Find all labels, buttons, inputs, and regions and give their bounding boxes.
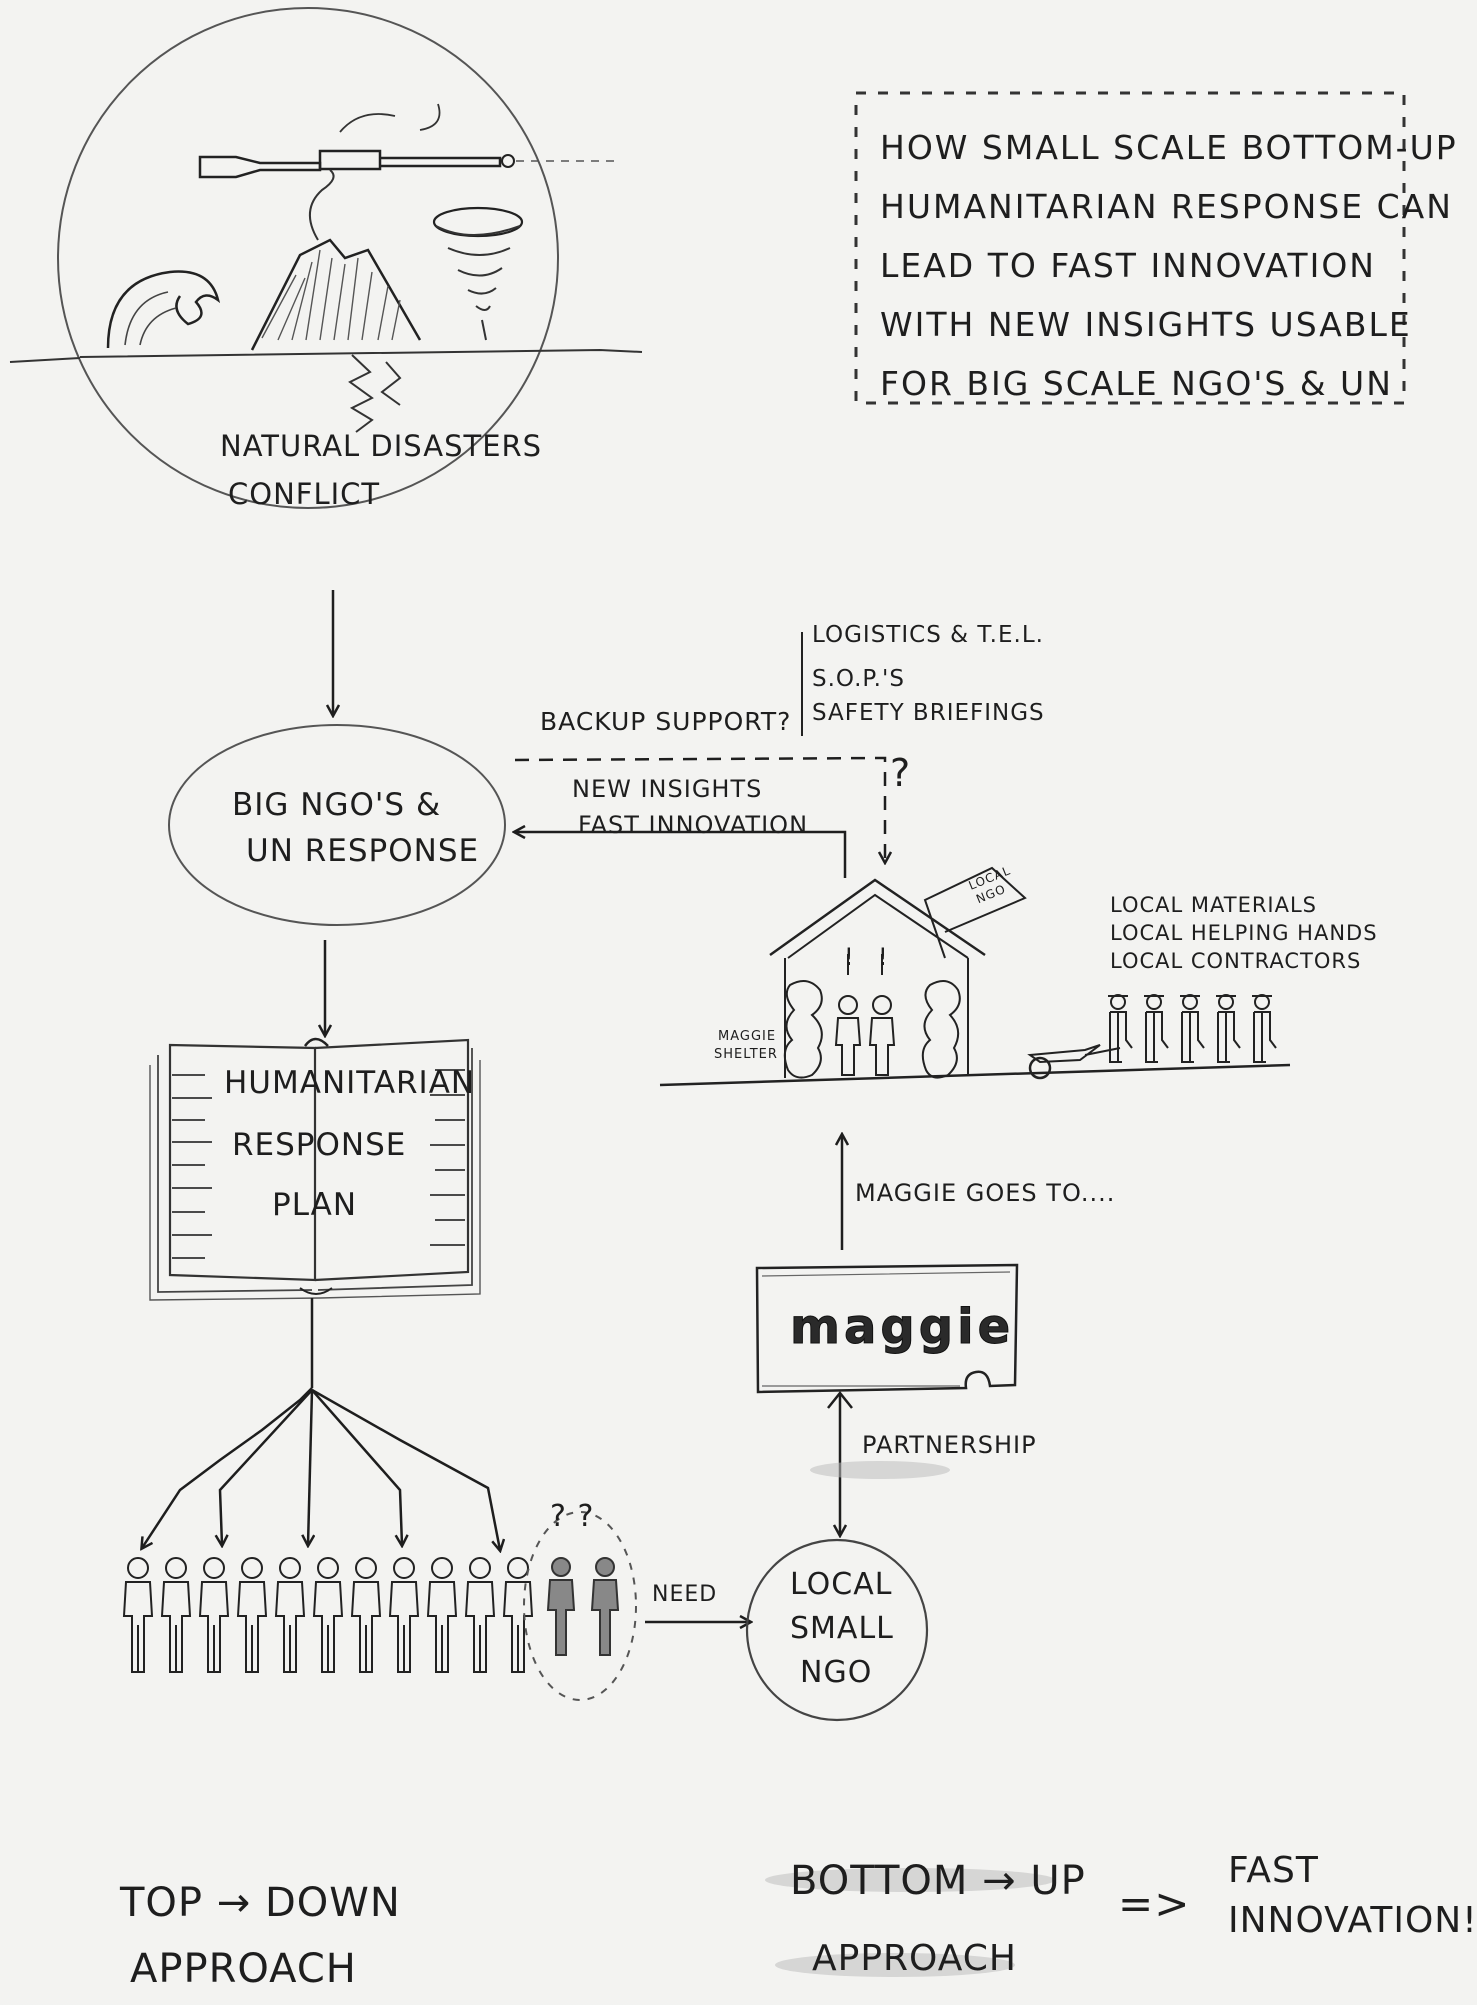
top-down-label-line1: Top → Down [120,1880,401,1926]
oar-icon [198,103,620,179]
wave-icon [106,270,221,349]
worker-icon [1252,994,1277,1063]
partnership-label: Partnership [862,1431,1037,1459]
resource-item: Local helping hands [1110,921,1378,945]
shelter-scene [659,866,1291,1087]
person-icon [312,1557,344,1673]
backup-question-mark: ? [890,751,912,795]
person-icon [388,1557,420,1673]
plan-book-icon [149,1037,481,1301]
disaster-circle [9,7,643,509]
worker-icon [1216,994,1241,1063]
question-line: Humanitarian response can [880,187,1453,226]
maggie-goes-label: Maggie goes to.... [855,1179,1116,1207]
disaster-label-line1: Natural disasters [220,429,543,463]
fast-innovation-line1: Fast [1228,1850,1319,1891]
worker-icon [1180,994,1205,1063]
person-icon [464,1557,496,1673]
big-ngo-label-line1: Big NGO's & [232,787,442,823]
question-box [854,91,1406,405]
unsure-question-marks: ? ? [550,1499,595,1534]
bottom-up-label-line1: Bottom → Up [790,1858,1086,1904]
implies-arrow: => [1118,1879,1191,1928]
need-label: Need [652,1582,718,1607]
question-line: lead to fast innovation [880,246,1376,285]
plan-label-line3: plan [272,1187,358,1223]
backup-item: Logistics & T.E.L. [812,622,1044,648]
person-icon [160,1557,192,1673]
big-ngo-ellipse [168,724,506,926]
person-icon [274,1557,306,1673]
person-icon [426,1557,458,1673]
volcano-icon [250,169,422,433]
arrow-new-insights [515,832,847,878]
plan-label-line1: Humanitarian [224,1065,476,1101]
person-icon [122,1557,154,1673]
top-down-label-line2: Approach [130,1946,357,1992]
person-icon [198,1557,230,1673]
maggie-logo: maggie [789,1299,1015,1355]
backup-item: S.O.P.'s [812,666,905,692]
distribution-tree [142,1298,500,1550]
person-icon [502,1557,534,1673]
question-line: How small scale bottom-up [880,128,1458,167]
resource-item: Local contractors [1110,949,1362,973]
shelter-label-line1: Maggie [718,1029,777,1044]
question-box-text: How small scale bottom-up Humanitarian r… [880,118,1458,413]
bottom-up-label-line2: Approach [812,1938,1017,1979]
backup-label: Backup support? [540,707,792,736]
people-row [122,1557,534,1673]
big-ngo-label-line2: UN Response [246,833,480,869]
insights-label-line1: New insights [572,775,763,803]
disaster-label-line2: conflict [228,477,381,511]
unsure-people-group [523,1511,637,1701]
question-line: for big scale NGO's & UN [880,364,1393,403]
question-line: with new insights usable [880,305,1412,344]
person-icon [350,1557,382,1673]
resource-item: Local materials [1110,893,1318,917]
footer-smears [765,1461,1055,1977]
tornado-icon [432,206,524,341]
maggie-box [755,1263,1019,1394]
local-ngo-label-line3: NGO [800,1655,873,1690]
fast-innovation-line2: innovation! [1228,1900,1477,1941]
local-ngo-label-line1: Local [790,1567,893,1602]
insights-label-line2: Fast innovation [578,811,809,839]
worker-icon [1108,994,1133,1063]
shelter-exclaim: ! [844,943,855,971]
person-icon [236,1557,268,1673]
backup-dashed-line [514,756,885,862]
shelter-exclaim: ! [878,943,889,971]
local-ngo-label-line2: small [790,1611,894,1646]
plan-label-line2: Response [232,1127,407,1163]
shelter-label-line2: shelter [714,1047,778,1062]
worker-icon [1144,994,1169,1063]
backup-item: Safety briefings [812,700,1045,726]
local-ngo-circle [745,1538,929,1722]
